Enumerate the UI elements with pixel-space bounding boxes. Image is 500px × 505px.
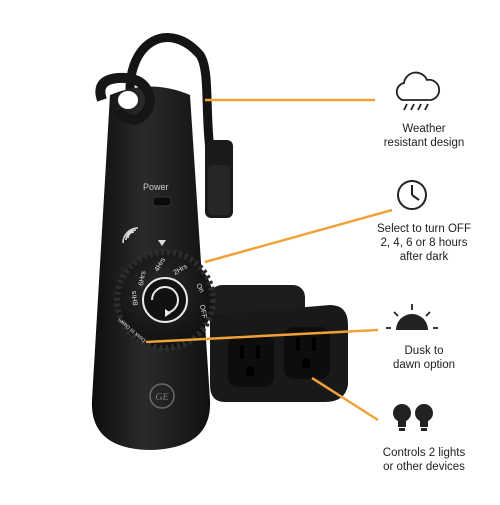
feature-timer: Select to turn OFF 2, 4, 6 or 8 hours af… bbox=[348, 218, 500, 264]
feature-lights-line-1: Controls 2 lights bbox=[382, 447, 466, 459]
feature-lights-line-2: or other devices bbox=[383, 461, 465, 473]
feature-weather-line-1: Weather bbox=[402, 123, 446, 135]
callout-lines bbox=[145, 98, 393, 422]
svg-text:GE: GE bbox=[155, 392, 168, 403]
light-sensor-icon bbox=[122, 227, 139, 244]
ge-logo: GE bbox=[149, 383, 175, 409]
feature-dusk: Dusk to dawn option bbox=[348, 340, 500, 372]
cloud-rain-icon bbox=[395, 71, 441, 111]
power-label: Power bbox=[143, 182, 169, 192]
feature-timer-line-2: 2, 4, 6 or 8 hours bbox=[380, 237, 468, 249]
dial-label-on: On bbox=[194, 283, 205, 295]
feature-weather: Weather resistant design bbox=[348, 118, 500, 150]
sunset-icon bbox=[386, 304, 438, 330]
callout-line-clock bbox=[204, 208, 393, 264]
dial-label-6hrs: 6Hrs bbox=[138, 270, 148, 286]
feature-timer-line-1: Select to turn OFF bbox=[377, 223, 471, 235]
callout-line-lights bbox=[311, 376, 379, 422]
light-bulbs-icon bbox=[393, 404, 433, 431]
dial-label-8hrs: 8Hrs bbox=[130, 290, 140, 306]
feature-lights: Controls 2 lights or other devices bbox=[348, 442, 500, 474]
feature-timer-line-3: after dark bbox=[399, 251, 449, 263]
clock-icon bbox=[397, 180, 427, 210]
outlet-right bbox=[284, 327, 330, 379]
dial-label-off: OFF bbox=[198, 304, 207, 319]
feature-dusk-line-2: dawn option bbox=[392, 359, 456, 371]
feature-dusk-line-1: Dusk to bbox=[404, 345, 444, 357]
hanging-hook bbox=[95, 72, 156, 126]
power-indicator bbox=[152, 196, 172, 207]
feature-weather-line-2: resistant design bbox=[383, 137, 465, 149]
outlet-left bbox=[228, 335, 274, 387]
callout-line-dusk bbox=[145, 328, 379, 344]
timer-dial[interactable] bbox=[114, 249, 216, 351]
